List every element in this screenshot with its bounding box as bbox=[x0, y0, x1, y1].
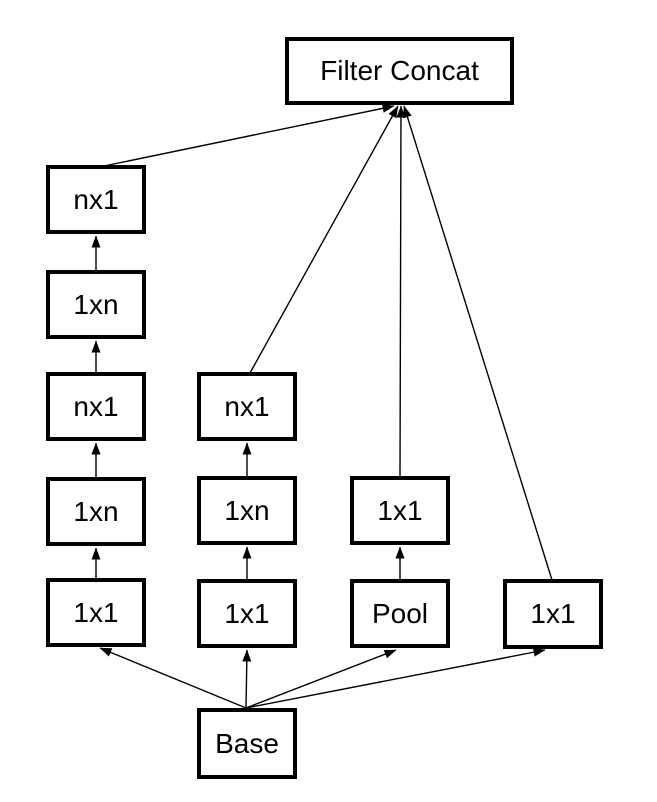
node-branch1-1xn-lower: 1xn bbox=[46, 477, 146, 546]
node-branch2-1x1: 1x1 bbox=[197, 579, 297, 648]
node-branch2-1xn: 1xn bbox=[197, 476, 297, 545]
node-filter-concat: Filter Concat bbox=[285, 37, 514, 105]
edge-branch1-to-concat bbox=[103, 103, 395, 167]
node-branch3-pool: Pool bbox=[350, 579, 450, 648]
edge-base-to-branch4 bbox=[245, 647, 546, 709]
node-branch2-nx1: nx1 bbox=[197, 372, 297, 441]
edge-base-to-branch1 bbox=[99, 647, 247, 709]
edge-branch2-to-concat bbox=[249, 105, 399, 374]
node-branch3-1x1: 1x1 bbox=[350, 476, 450, 545]
node-base: Base bbox=[197, 708, 297, 779]
node-branch1-1x1: 1x1 bbox=[46, 578, 146, 647]
edge-branch4-to-concat bbox=[403, 105, 553, 581]
edge-base-to-branch2 bbox=[242, 649, 252, 709]
edge-base-to-branch3 bbox=[245, 649, 397, 709]
node-branch1-nx1-top: nx1 bbox=[46, 165, 146, 234]
node-branch4-1x1: 1x1 bbox=[503, 579, 603, 649]
node-branch1-1xn-upper: 1xn bbox=[46, 270, 146, 339]
edge-branch3-to-concat bbox=[396, 105, 406, 478]
node-branch1-nx1-mid: nx1 bbox=[46, 372, 146, 441]
